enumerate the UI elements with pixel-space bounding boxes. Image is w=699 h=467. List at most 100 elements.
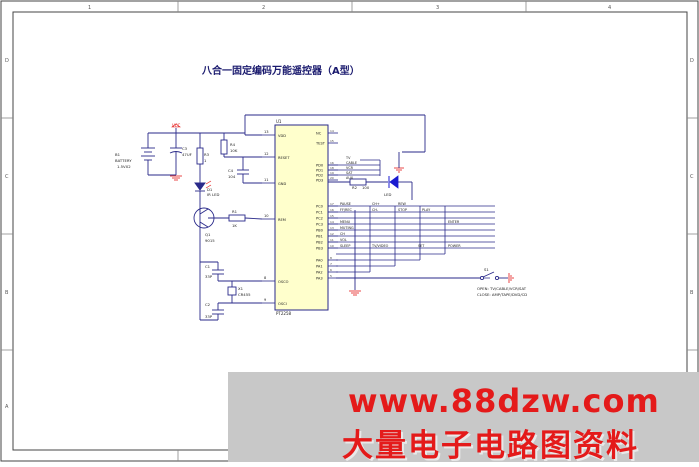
border-col-4: 4 [608, 5, 611, 11]
border-row-a: A [5, 404, 9, 410]
ic-pin-num-10: 10 [264, 214, 269, 218]
watermark-url: www.88dzw.com [348, 382, 660, 420]
key-sleep: SLEEP [340, 244, 350, 248]
ic-pin-osci: OSCI [278, 302, 287, 306]
ic-right-pin-label: PA0 [316, 259, 323, 263]
ir-emission-icon [205, 180, 212, 189]
battery-value: 1.5VX2 [117, 164, 131, 169]
d1-value: IR LED [207, 192, 219, 197]
key-tvvideo: TV/VIDEO [371, 244, 389, 248]
key-ch-minus: CH- [372, 208, 379, 212]
key-enter: ENTER [448, 220, 460, 224]
key-stop: STOP [398, 208, 407, 212]
vcc-rail [148, 114, 426, 153]
ic-right-pin-number: 11 [330, 238, 334, 242]
border-labels: 1 2 3 4 D C B A D C B [5, 5, 694, 410]
s1-ref: S1 [484, 267, 489, 272]
c4-ref: C4 [228, 168, 234, 173]
border-row-c: C [5, 174, 9, 180]
ic-u1-body [274, 124, 329, 311]
key-rew: REW [398, 202, 406, 206]
c1-value: 33P [205, 274, 213, 279]
ic-right-pin-label: TEST [315, 142, 326, 146]
key-vol: VOL [340, 238, 347, 242]
key-play: PLAY [422, 208, 431, 212]
key-label-cable: CABLE [346, 161, 357, 165]
ic-pin-reset: RESET [278, 156, 290, 160]
d1-ref: D1 [207, 187, 213, 192]
ic-pin-num-8: 8 [264, 276, 267, 280]
ic-pin-num-9: 9 [264, 298, 267, 302]
diagram-title: 八合一固定编码万能遥控器（A型） [201, 64, 360, 77]
ic-pin-num-11: 11 [264, 178, 269, 182]
led-ref: LED [384, 192, 392, 197]
ic-right-pin-number: 20 [330, 176, 334, 180]
c3-value: 47UF [182, 152, 192, 157]
r1-ref: R1 [232, 209, 238, 214]
ic-right-pin-label: PB0 [316, 229, 324, 233]
ic-right-pin-label: PD2 [316, 174, 323, 178]
ic-right-pin-label: PD0 [316, 164, 324, 168]
c4-value: 104 [228, 174, 236, 179]
ic-right-pin-label: PB1 [316, 235, 323, 239]
mode-switch-s1 [336, 271, 508, 281]
q1-value: 9015 [205, 238, 215, 243]
c3-ref: C3 [182, 146, 188, 151]
r4-value: 10K [230, 148, 238, 153]
ic-right-pin-label: NC [316, 132, 322, 136]
key-muting: MUTING [340, 226, 354, 230]
q1-ref: Q1 [205, 232, 211, 237]
mode-note-open: OPEN: TV/CABLE/VCR/SAT [477, 286, 527, 291]
capacitor-c3 [169, 133, 183, 168]
ic-right-pin-number: 15 [330, 214, 334, 218]
status-led-icon [389, 175, 399, 189]
ic-part: PT2258 [276, 311, 291, 316]
resistor-r2 [328, 178, 388, 186]
border-row-d: D [5, 58, 9, 64]
key-label-sat: SAT [346, 171, 353, 175]
c1-ref: C1 [205, 264, 211, 269]
r3-value: 1 [204, 158, 207, 163]
resistor-r3 [196, 133, 204, 176]
key-ch: CH [340, 232, 345, 236]
ic-right-pin-label: PC1 [316, 211, 323, 215]
ic-right-pin-number: 16 [330, 161, 334, 165]
ic-pin-vdd: VDD [278, 134, 286, 138]
x1-value: CR455 [238, 292, 251, 297]
pd-bus [328, 159, 381, 176]
ic-pin-osco: OSCO [278, 280, 289, 284]
border-row-b: B [5, 290, 9, 296]
key-matrix-labels: PAUSE FF/REC MENU MUTING CH+ CH- REW STO… [340, 202, 461, 248]
pd-key-labels: TV CABLE VCR SAT AUX [345, 156, 357, 180]
ic-right-pin-number: 19 [330, 171, 334, 175]
ic-right-pin-number: 16 [330, 208, 334, 212]
ground-icon-led [394, 167, 404, 173]
ground-wire-left [148, 168, 177, 176]
ic-right-pin-label: PD1 [316, 169, 323, 173]
ic-right-pin-number: 13 [330, 226, 334, 230]
ground-icon-ic [349, 290, 361, 296]
ground-icon-c3 [170, 175, 182, 181]
battery-ref: B1 [115, 152, 121, 157]
key-pause: PAUSE [340, 202, 351, 206]
r2-ref: R2 [352, 185, 358, 190]
key-set: SET [418, 244, 425, 248]
ic-pin-rem: REM [278, 218, 286, 222]
ground-icon-s1 [508, 273, 514, 283]
battery-name: BATTERY [115, 158, 132, 163]
ic-right-pin-number: 7 [330, 262, 332, 266]
capacitor-c4 [237, 157, 262, 184]
ic-left-pin-labels: VDD RESET GND REM OSCO OSCI 13 12 11 10 … [264, 130, 290, 306]
ic-right-pin-number: 6 [330, 268, 332, 272]
ic-right-pin-number: 12 [330, 232, 334, 236]
key-ffrec: FF/REC [340, 208, 353, 212]
oscillator-circuit [199, 261, 262, 321]
ic-right-pin-label: PD3 [316, 179, 323, 183]
ic-pin-num-13: 13 [264, 130, 269, 134]
ic-right-pin-number: 15 [330, 139, 334, 143]
ic-pin-num-12: 12 [264, 152, 269, 156]
watermark-cn: 大量电子电路图资料 [342, 428, 639, 464]
x1-ref: X1 [238, 286, 244, 291]
